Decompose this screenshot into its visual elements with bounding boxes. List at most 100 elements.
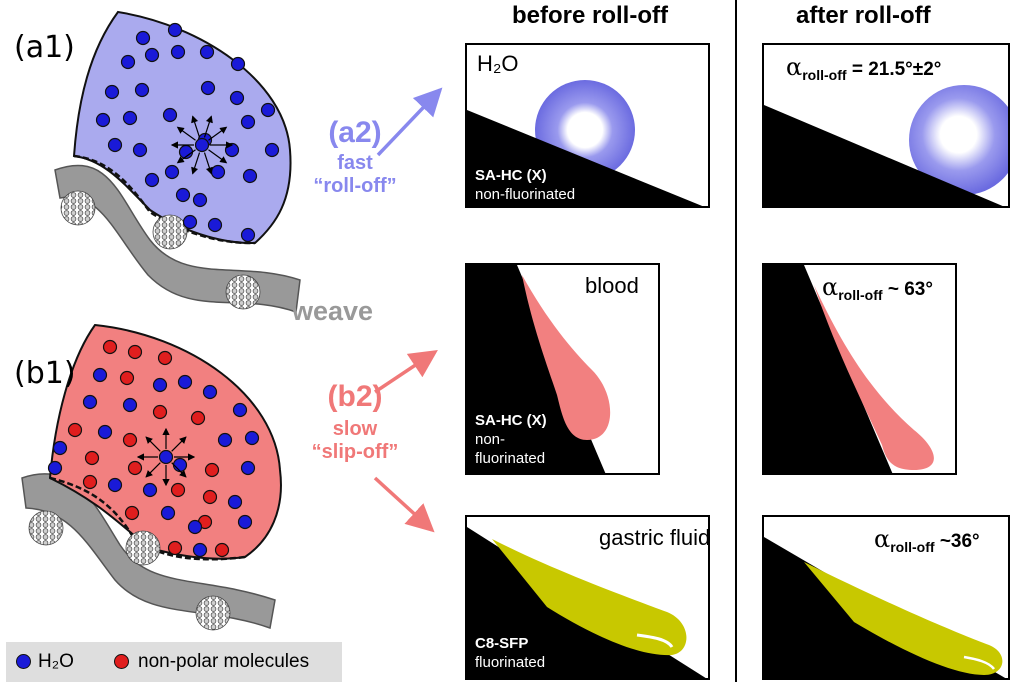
alpha-subscript: roll-off [802, 66, 847, 83]
schematic-svg [21, 10, 301, 631]
cohesion-arrow [176, 126, 196, 141]
water-molecule [217, 432, 233, 448]
mechanism-b2: (b2) slow “slip-off” [300, 380, 410, 464]
water-droplet [909, 85, 1008, 195]
legend: H₂O non-polar molecules [6, 642, 342, 682]
nonpolar-molecule [127, 460, 143, 476]
water-molecule [182, 214, 198, 230]
blood-droplet [522, 275, 611, 440]
alpha-subscript: roll-off [838, 286, 883, 303]
water-molecule [170, 44, 186, 60]
mechanism-b2-line1: slow [332, 418, 378, 440]
water-molecule [162, 107, 178, 123]
legend-h2o: H₂O [38, 651, 74, 672]
rolloff-angle-water: αroll-off = 21.5°±2° [786, 53, 941, 83]
water-molecule [144, 47, 160, 63]
liquid-label-gastric: gastric fluid [599, 525, 710, 550]
nonpolar-molecule [202, 489, 218, 505]
fiber-bundle [125, 530, 161, 566]
water-molecule [260, 102, 276, 118]
substrate-name: SA-HC (X) [475, 167, 547, 184]
cohesion-arrow [145, 436, 161, 452]
water-molecule [187, 519, 203, 535]
water-molecule [192, 192, 208, 208]
alpha-symbol: α [786, 53, 803, 81]
water-molecule [175, 187, 191, 203]
alpha-subscript: roll-off [890, 538, 935, 555]
water-molecule [240, 227, 256, 243]
fiber-bundle [28, 510, 64, 546]
cohesion-arrow [191, 115, 201, 138]
angle-value: ~36° [934, 531, 980, 552]
substrate-label-water: SA-HC (X) non-fluorinated [475, 166, 575, 204]
water-dot-icon [16, 654, 31, 669]
water-molecule [240, 114, 256, 130]
mechanism-a2-line2: “roll-off” [313, 175, 397, 197]
nonpolar-molecule [102, 339, 118, 355]
mechanism-arrows [373, 87, 443, 533]
weave-fiber-b [21, 473, 276, 630]
nonpolar-dot-icon [114, 654, 129, 669]
gastric-droplet [492, 539, 687, 656]
nonpolar-molecule [190, 410, 206, 426]
water-molecule [200, 80, 216, 96]
water-molecule [237, 514, 253, 530]
substrate-note-2: fluorinated [475, 450, 546, 467]
water-molecule [144, 172, 160, 188]
water-molecule [122, 397, 138, 413]
water-molecule [142, 482, 158, 498]
angle-value: = 21.5°±2° [846, 59, 942, 80]
water-molecule [172, 457, 188, 473]
arrow-b2-down [373, 476, 435, 533]
water-molecule [164, 164, 180, 180]
water-molecule [242, 168, 258, 184]
cohesion-arrow [208, 149, 228, 164]
water-molecule [210, 164, 226, 180]
cohesion-arrow [203, 152, 213, 175]
water-molecule [135, 30, 151, 46]
water-molecule [122, 110, 138, 126]
water-molecule [92, 367, 108, 383]
nonpolar-molecule [127, 344, 143, 360]
fiber-bundle [60, 190, 96, 226]
water-molecule [177, 374, 193, 390]
cohesion-arrow [191, 152, 201, 175]
substrate [764, 265, 893, 473]
label-a1: (a1) [14, 30, 75, 65]
mechanism-a2: (a2) fast “roll-off” [300, 116, 410, 198]
cohesion-arrow [208, 126, 228, 141]
substrate-note: non-fluorinated [475, 186, 576, 203]
substrate-name: SA-HC (X) [475, 412, 547, 429]
water-molecule [120, 54, 136, 70]
water-molecule [244, 430, 260, 446]
water-molecule [107, 137, 123, 153]
column-divider [735, 0, 737, 682]
substrate-note-1: non- [475, 431, 506, 448]
nonpolar-molecule [152, 404, 168, 420]
water-molecule [192, 542, 208, 558]
liquid-label-water: H₂O [477, 51, 519, 76]
water-molecule [160, 505, 176, 521]
nonpolar-molecule [67, 422, 83, 438]
nonpolar-molecule [214, 542, 230, 558]
liquid-label-blood: blood [585, 273, 639, 298]
water-molecule [227, 494, 243, 510]
label-weave: weave [292, 296, 374, 326]
fiber-bundle [225, 274, 261, 310]
substrate-name: C8-SFP [475, 635, 529, 652]
water-molecule [229, 90, 245, 106]
cohesion-arrow [203, 115, 213, 138]
cohesion-arrows-b [136, 427, 196, 487]
gastric-droplet [804, 562, 1003, 675]
mechanism-b2-line2: “slip-off” [311, 441, 399, 463]
arrow-a2 [376, 87, 443, 157]
water-molecule [158, 449, 174, 465]
arrow-b2-up [374, 350, 438, 394]
mechanism-a2-line1: fast [337, 152, 373, 174]
panel-blood-before: blood SA-HC (X) non- fluorinated [465, 263, 660, 475]
water-molecule [52, 440, 68, 456]
water-molecule [207, 217, 223, 233]
nonpolar-molecule [84, 450, 100, 466]
header-after: after roll-off [796, 2, 931, 29]
legend-nonpolar: non-polar molecules [138, 651, 310, 672]
